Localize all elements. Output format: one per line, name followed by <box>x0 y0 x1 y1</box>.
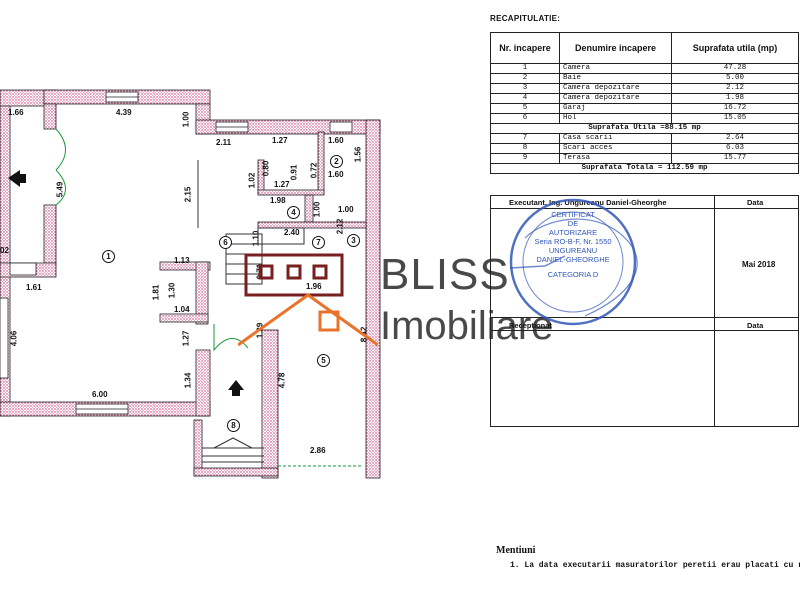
dimension-label: 1.30 <box>167 282 177 299</box>
dimension-label: 1.00 <box>312 201 322 218</box>
door-arc <box>55 128 66 171</box>
recap-table: Nr. incapere Denumire incapere Suprafata… <box>490 32 799 174</box>
mentiuni-title: Mentiuni <box>496 545 536 556</box>
date-value: Mai 2018 <box>742 260 776 269</box>
room-number: 7 <box>312 236 325 249</box>
dimension-label: 4.06 <box>9 330 19 347</box>
data-label-2: Data <box>747 321 764 330</box>
stamp-text: CERTIFICAT <box>551 210 595 219</box>
data-label: Data <box>747 198 764 207</box>
col-header-suprafata: Suprafata utila (mp) <box>671 32 799 64</box>
wall <box>257 189 325 196</box>
dimension-label: 6.00 <box>92 390 108 399</box>
stamp-text: AUTORIZARE <box>548 228 598 237</box>
stair <box>257 227 305 245</box>
watermark-brand: BLISS <box>380 250 510 299</box>
wall <box>195 261 209 325</box>
dimension-label: 2.86 <box>310 446 326 455</box>
dimension-label: 1.96 <box>306 282 322 291</box>
house-logo-icon <box>238 253 378 347</box>
window <box>329 121 353 133</box>
dimension-label: 1.04 <box>174 305 190 314</box>
dimension-label: 1.61 <box>26 283 42 292</box>
receptie-label: Receptionat <box>509 321 552 330</box>
dimension-label: 2.11 <box>216 138 232 147</box>
mentiuni-item: 1. La data executarii masuratorilor pere… <box>510 561 800 570</box>
wall <box>193 467 279 477</box>
room-number: 4 <box>287 206 300 219</box>
entrance-arrow <box>8 170 26 187</box>
entrance-arrow <box>228 380 244 396</box>
dimension-label: 1.34 <box>183 372 193 389</box>
dimension-label: 1.27 <box>272 136 288 145</box>
dimension-label: 0.80 <box>261 160 271 177</box>
door-arc <box>55 169 66 206</box>
stamp-text: Seria RO-B-F, Nr. 1550 <box>534 237 612 246</box>
wall <box>159 261 211 271</box>
dimension-label: 2.40 <box>284 228 300 237</box>
stamp-text: UNGUREANU <box>548 246 598 255</box>
dimension-label: 1.00 <box>338 205 354 214</box>
dimension-label: 1.66 <box>8 108 24 117</box>
wall <box>257 221 367 229</box>
room-number: 1 <box>102 250 115 263</box>
dimension-label: 2.12 <box>335 218 345 235</box>
room-number: 8 <box>227 419 240 432</box>
total-row: Suprafata Totala = 112.59 mp <box>490 163 799 174</box>
dimension-label: 0.72 <box>309 162 319 179</box>
stair <box>225 233 263 285</box>
wall <box>159 313 209 323</box>
stamp-text: DE <box>567 219 579 228</box>
dimension-label: 4.39 <box>116 108 132 117</box>
dimension-label: 2.15 <box>183 186 193 203</box>
room-number: 3 <box>347 234 360 247</box>
wall <box>43 204 57 266</box>
stamp-text: CATEGORIA D <box>547 270 599 279</box>
wall <box>365 119 381 479</box>
door-arc <box>213 324 249 352</box>
dimension-label: 1.00 <box>181 111 191 128</box>
recap-title: RECAPITULATIE: <box>490 14 561 23</box>
wall <box>195 349 211 417</box>
window <box>0 297 9 379</box>
dimension-label: 1.81 <box>151 284 161 301</box>
dimension-label: 1.13 <box>174 256 190 265</box>
wall <box>261 329 279 479</box>
stamp-text: DANIEL-GHEORGHE <box>536 255 610 264</box>
window <box>9 262 37 276</box>
room-number: 5 <box>317 354 330 367</box>
floor-plan <box>0 89 381 479</box>
subtotal-row: Suprafata Utila =88.15 mp <box>490 123 799 134</box>
dimension-label: 1.10 <box>251 230 261 247</box>
dimension-label: 1.27 <box>181 330 191 347</box>
dimension-label: 1.56 <box>353 146 363 163</box>
col-header-denumire: Denumire incapere <box>559 32 672 64</box>
dimension-label: 1.02 <box>247 172 257 189</box>
room-number: 6 <box>219 236 232 249</box>
dimension-label: 4.78 <box>277 372 287 389</box>
dimension-label: 1.60 <box>328 136 344 145</box>
dimension-label: 02 <box>0 246 9 255</box>
watermark-subtitle: Imobiliare <box>380 304 554 348</box>
room-number: 2 <box>330 155 343 168</box>
wall <box>317 131 325 195</box>
authorization-stamp: CERTIFICAT DE AUTORIZARE Seria RO-B-F, N… <box>505 198 645 333</box>
wall <box>43 103 57 130</box>
dimension-label: 1.27 <box>274 180 290 189</box>
dimension-label: 1.98 <box>270 196 286 205</box>
col-header-nr: Nr. incapere <box>490 32 560 64</box>
dimension-label: 1.60 <box>328 170 344 179</box>
dimension-label: 5.49 <box>55 181 65 198</box>
dimension-label: 0.91 <box>289 164 299 181</box>
